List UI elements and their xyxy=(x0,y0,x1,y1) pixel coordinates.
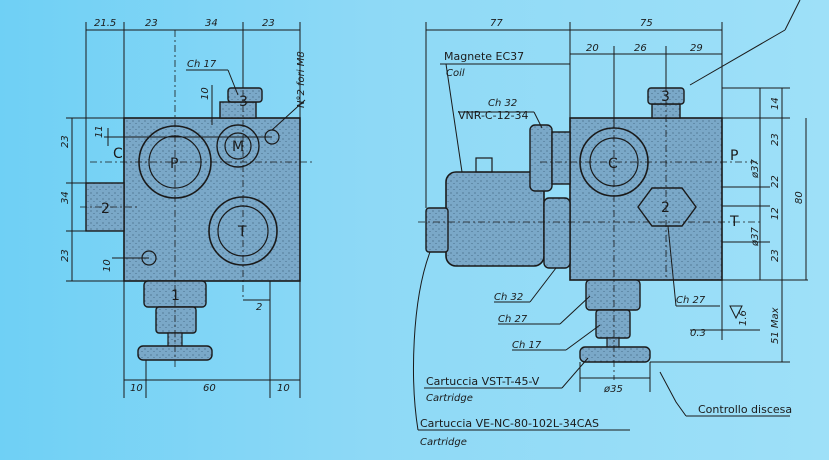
vnr-label: VNR-C-12-34 xyxy=(458,109,529,122)
right-knob xyxy=(579,346,651,363)
left-dim-bottom-2: 60 xyxy=(203,383,216,394)
coil-connector xyxy=(475,157,493,173)
cartuccia-2-label: Cartuccia VE-NC-80-102L-34CAS xyxy=(420,417,599,430)
ch32-top-label: Ch 32 xyxy=(488,98,517,109)
left-dim-10-top: 10 xyxy=(200,87,211,100)
left-port-p-label: P xyxy=(170,156,178,172)
left-port-m-label: M xyxy=(232,139,244,155)
left-dim-top-4: 23 xyxy=(262,18,275,29)
right-dim-12: 12 xyxy=(770,207,781,220)
left-dim-bottom-3: 10 xyxy=(277,383,290,394)
left-dim-11: 11 xyxy=(94,125,105,138)
cartridge-1-label: Cartridge xyxy=(426,393,473,404)
right-dim-75: 75 xyxy=(640,18,653,29)
right-view xyxy=(413,0,808,431)
coil-label: Coil xyxy=(446,68,465,79)
right-plug2-hex xyxy=(637,187,697,227)
left-plug3-body xyxy=(219,101,257,119)
left-port-3-label: 3 xyxy=(239,94,248,110)
left-port-c-label: C xyxy=(113,146,123,162)
left-dim-top-2: 23 xyxy=(145,18,158,29)
left-dim-left-2: 34 xyxy=(60,191,71,204)
right-dim-phi37-b: ø37 xyxy=(750,227,761,247)
left-port-2-label: 2 xyxy=(101,201,110,217)
left-dim-10-side: 10 xyxy=(102,259,113,272)
left-dim-2: 2 xyxy=(256,302,262,313)
coil-nut xyxy=(425,207,449,253)
right-dim-51max: 51 Max xyxy=(770,307,781,344)
left-dim-top-3: 34 xyxy=(205,18,218,29)
right-dim-80: 80 xyxy=(794,191,805,204)
right-port-3-label: 3 xyxy=(661,89,670,105)
right-dim-phi37-a: ø37 xyxy=(750,159,761,179)
ch27-right-label: Ch 27 xyxy=(676,295,706,306)
left-ch17-label: Ch 17 xyxy=(187,59,217,70)
surface-triangle xyxy=(729,305,743,320)
left-dim-top-1: 21.5 xyxy=(94,18,116,29)
right-cartridge-nut2 xyxy=(595,309,631,339)
left-fori-label: N°2 fori M8 xyxy=(296,51,307,108)
left-dim-left-3: 23 xyxy=(60,249,71,262)
right-dim-23b: 23 xyxy=(770,249,781,262)
right-cartridge-nut xyxy=(585,279,641,311)
right-port-2-label: 2 xyxy=(661,200,670,216)
right-dim-77: 77 xyxy=(490,18,503,29)
controllo-label: Controllo discesa xyxy=(698,403,792,416)
coil-body xyxy=(445,171,545,267)
ch17-right-label: Ch 17 xyxy=(512,340,542,351)
right-port-p-label: P xyxy=(730,148,738,164)
right-port-c-label: C xyxy=(608,156,618,172)
ch27-left-label: Ch 27 xyxy=(498,314,528,325)
right-port-t-label: T xyxy=(729,214,739,230)
right-dim-phi35: ø35 xyxy=(603,384,623,395)
vnr-body xyxy=(551,131,571,185)
left-dim-left-1: 23 xyxy=(60,135,71,148)
left-port-t-label: T xyxy=(237,224,247,240)
ch32-nut xyxy=(543,197,571,269)
ch32-bottom-label: Ch 32 xyxy=(494,292,523,303)
right-dim-14: 14 xyxy=(770,97,781,110)
right-dim-0-3: 0.3 xyxy=(690,328,706,339)
right-dim-23a: 23 xyxy=(770,133,781,146)
left-port-m-outer xyxy=(216,124,260,168)
right-dim-29: 29 xyxy=(690,43,703,54)
right-dim-26: 26 xyxy=(634,43,647,54)
left-view xyxy=(66,22,312,398)
left-dim-bottom-1: 10 xyxy=(130,383,143,394)
right-dim-20: 20 xyxy=(586,43,599,54)
left-port-1-label: 1 xyxy=(171,288,180,304)
cartuccia-1-label: Cartuccia VST-T-45-V xyxy=(426,375,540,388)
right-dim-1-6: 1.6 xyxy=(738,310,749,326)
magnete-label: Magnete EC37 xyxy=(444,50,524,63)
cartridge-2-label: Cartridge xyxy=(420,437,467,448)
left-block-body xyxy=(123,117,301,282)
left-port-m-inner xyxy=(224,132,252,160)
vnr-nut xyxy=(529,124,553,192)
left-cartridge-nut2 xyxy=(155,306,197,334)
right-dim-22: 22 xyxy=(770,175,781,188)
